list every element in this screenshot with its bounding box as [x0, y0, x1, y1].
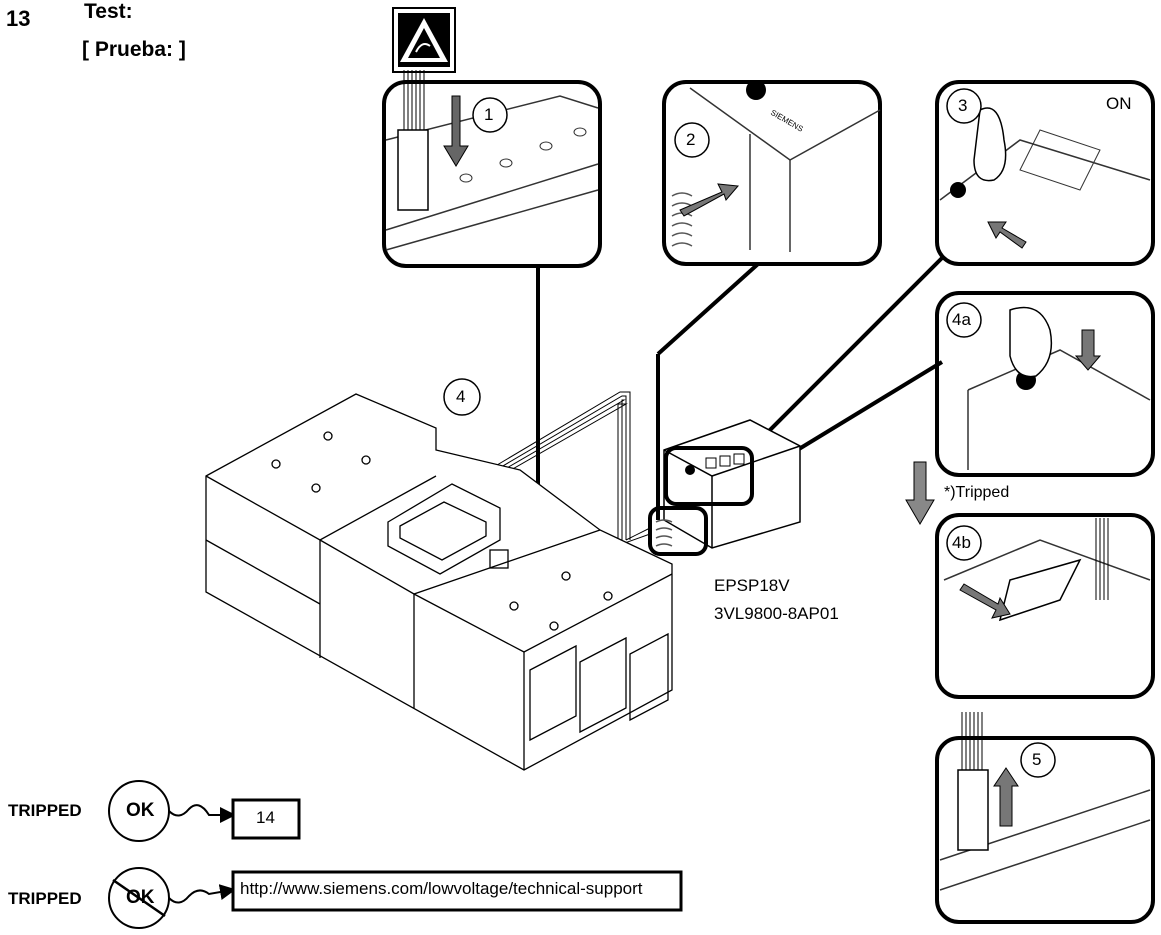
- not-ok-status: OK: [126, 887, 155, 908]
- tripped-label-ok: TRIPPED: [8, 801, 82, 820]
- result-flow: [108, 780, 683, 929]
- detail-panel-5: [935, 712, 1155, 924]
- callout-1: 1: [484, 105, 494, 124]
- detail-panel-4b: [935, 513, 1155, 699]
- tripped-label-not-ok: TRIPPED: [8, 889, 82, 908]
- callout-4b: 4b: [952, 533, 971, 552]
- circuit-breaker: [205, 393, 673, 771]
- page-subtitle: [ Prueba: ]: [82, 38, 186, 61]
- callout-4: 4: [456, 387, 466, 406]
- leader-lines: [536, 256, 944, 548]
- support-url-link[interactable]: http://www.siemens.com/lowvoltage/techni…: [240, 879, 643, 898]
- detail-panel-4a: [935, 291, 1155, 477]
- test-device: [648, 419, 801, 556]
- tripped-arrow-icon: [905, 461, 935, 525]
- callout-3: 3: [958, 96, 968, 115]
- detail-panel-2: SIEMENS: [662, 80, 882, 266]
- device-model: EPSP18V: [714, 576, 790, 595]
- next-step-link[interactable]: 14: [256, 808, 275, 827]
- page-title: Test:: [84, 0, 133, 23]
- detail-panel-1: [382, 70, 602, 268]
- detail-panel-3: [935, 80, 1155, 266]
- step-number: 13: [6, 6, 31, 31]
- esd-warning-icon: [392, 7, 456, 73]
- device-order-number: 3VL9800-8AP01: [714, 604, 839, 623]
- callout-4a: 4a: [952, 310, 971, 329]
- callout-5: 5: [1032, 750, 1042, 769]
- callout-2: 2: [686, 130, 696, 149]
- ok-status: OK: [126, 800, 155, 821]
- tripped-note: *)Tripped: [944, 484, 1010, 501]
- on-label: ON: [1106, 94, 1132, 113]
- callout-circles: [443, 88, 1056, 778]
